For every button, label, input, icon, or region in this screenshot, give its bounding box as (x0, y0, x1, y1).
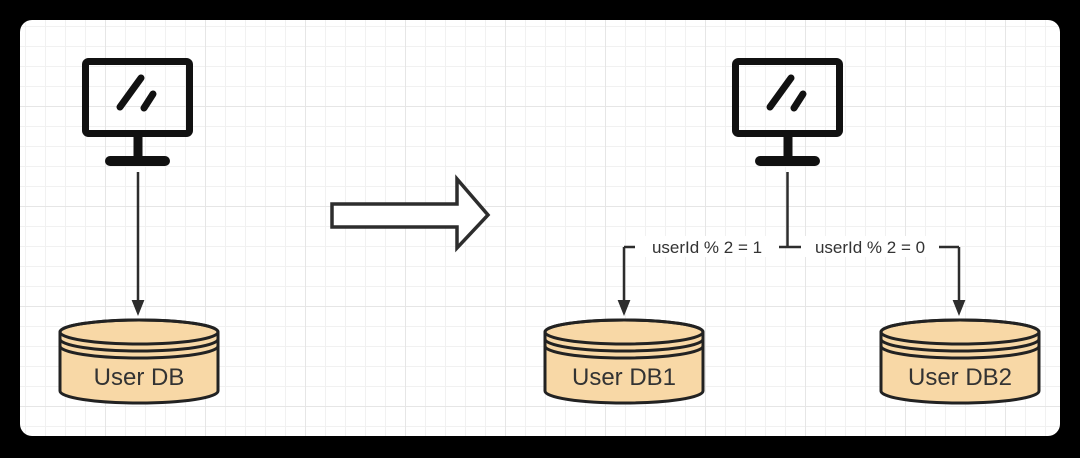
down-arrow (131, 172, 145, 316)
transform-block-arrow (330, 174, 491, 253)
monitor-icon (736, 62, 840, 167)
db-label: User DB1 (572, 364, 676, 391)
database-cylinder-user-db2: User DB2 (879, 318, 1041, 405)
database-cylinder-user-db1: User DB1 (543, 318, 705, 405)
database-cylinder-user-db: User DB (58, 318, 220, 405)
db-label: User DB (94, 364, 185, 391)
monitor-icon (86, 62, 190, 167)
branch-condition-label: userId % 2 = 0 (815, 238, 925, 257)
arrowhead (952, 300, 966, 316)
grid-canvas: User DB userId % 2 = 1 userId % 2 = 0 Us… (20, 20, 1060, 436)
arrowhead (617, 300, 631, 316)
branch-condition-label: userId % 2 = 1 (652, 238, 762, 257)
branch-connector: userId % 2 = 1 userId % 2 = 0 (617, 172, 966, 316)
sharding-diagram: User DB userId % 2 = 1 userId % 2 = 0 Us… (58, 20, 1041, 405)
db-label: User DB2 (908, 364, 1012, 391)
